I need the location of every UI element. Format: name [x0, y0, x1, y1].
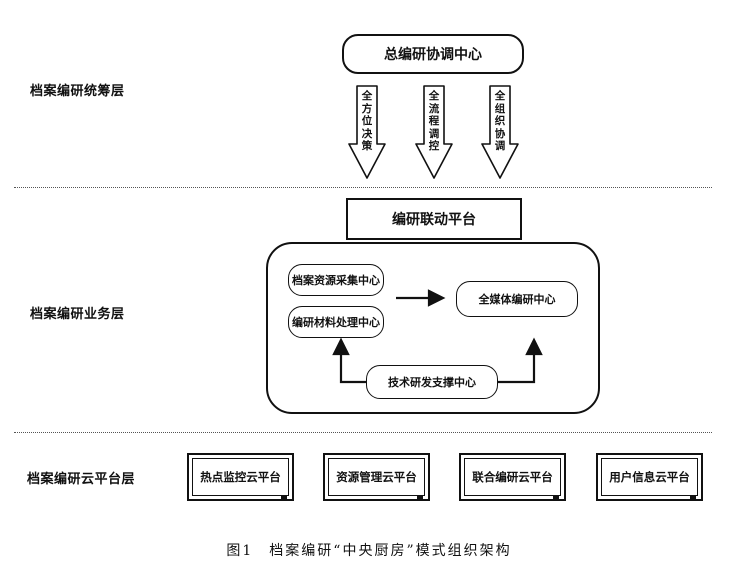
- down-arrow-2-label: 全流程调控: [428, 90, 440, 152]
- node-material-processing-label: 编研材料处理中心: [292, 316, 380, 329]
- top-coordination-center: 总编研协调中心: [342, 34, 524, 74]
- cloud-platform-hotspot-label: 热点监控云平台: [200, 470, 281, 484]
- figure-caption: 图1 档案编研“中央厨房”模式组织架构: [226, 543, 512, 559]
- arrow-to-media-up-line: [498, 352, 536, 384]
- monitor-indicator-icon: [690, 495, 696, 500]
- business-frame: [266, 242, 600, 414]
- monitor-indicator-icon: [281, 495, 287, 500]
- cloud-platform-hotspot: 热点监控云平台: [187, 453, 294, 501]
- down-arrow-1: [348, 85, 386, 179]
- layer-label-business: 档案编研业务层: [30, 307, 125, 322]
- cloud-platform-joint: 联合编研云平台: [459, 453, 566, 501]
- linkage-platform-label: 编研联动平台: [392, 212, 476, 228]
- down-arrow-2: [415, 85, 453, 179]
- layer-divider-bottom: [14, 432, 712, 433]
- cloud-platform-user-label: 用户信息云平台: [609, 470, 690, 484]
- layer-label-cloud: 档案编研云平台层: [27, 472, 136, 487]
- top-coordination-center-label: 总编研协调中心: [384, 47, 482, 63]
- arrow-to-media-head: [427, 289, 446, 307]
- cloud-platform-user: 用户信息云平台: [596, 453, 703, 501]
- node-all-media-label: 全媒体编研中心: [478, 293, 556, 306]
- down-arrow-3-label: 全组织协调: [494, 90, 506, 152]
- linkage-platform: 编研联动平台: [346, 198, 522, 240]
- down-arrow-1-label: 全方位决策: [361, 90, 373, 152]
- business-flow-arrows: [332, 289, 543, 384]
- down-arrows-graphic: [348, 85, 519, 179]
- node-all-media: 全媒体编研中心: [456, 281, 578, 317]
- monitor-indicator-icon: [553, 495, 559, 500]
- arrow-to-processing-line: [339, 352, 366, 384]
- down-arrow-3: [481, 85, 519, 179]
- layer-divider-top: [14, 187, 712, 188]
- arrow-to-media-up-head: [525, 337, 543, 356]
- cloud-platform-resource-label: 资源管理云平台: [336, 470, 417, 484]
- node-tech-support-label: 技术研发支撑中心: [388, 376, 476, 389]
- cloud-platform-joint-label: 联合编研云平台: [472, 470, 553, 484]
- arrow-to-processing-head: [332, 337, 350, 356]
- layer-label-planning: 档案编研统筹层: [30, 84, 125, 99]
- node-material-processing: 编研材料处理中心: [288, 306, 384, 338]
- monitor-indicator-icon: [417, 495, 423, 500]
- cloud-platform-resource: 资源管理云平台: [323, 453, 430, 501]
- node-tech-support: 技术研发支撑中心: [366, 365, 498, 399]
- node-resource-collection: 档案资源采集中心: [288, 264, 384, 296]
- node-resource-collection-label: 档案资源采集中心: [292, 274, 380, 287]
